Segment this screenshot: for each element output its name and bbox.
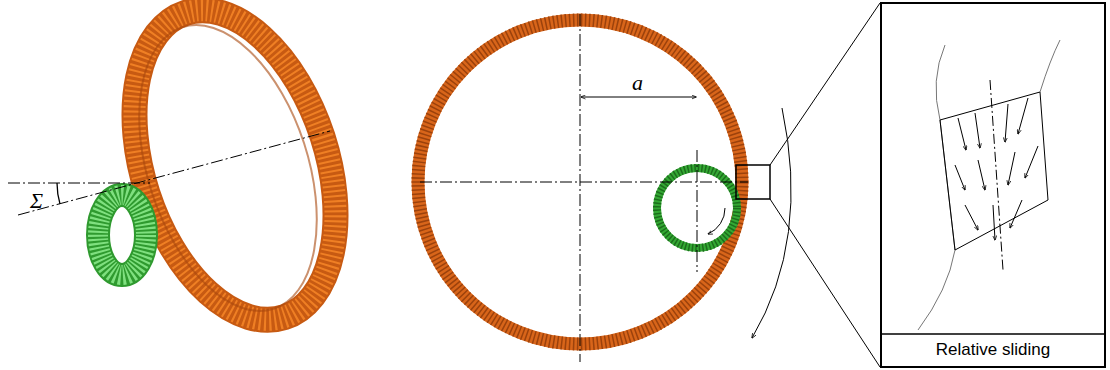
sliding-vectors xyxy=(955,98,1038,240)
angle-arc xyxy=(57,183,60,204)
shaft-angle-label: Σ xyxy=(30,190,43,212)
pinion-rotation-arrow xyxy=(708,208,725,234)
inset-box: Relative sliding xyxy=(880,2,1106,368)
zoom-frame xyxy=(736,165,770,199)
center-distance-label: a xyxy=(632,72,643,94)
center-distance-dimension xyxy=(581,97,696,98)
zoom-leader-lines xyxy=(770,3,880,367)
ring-gear-oblique xyxy=(98,0,372,346)
inset-caption: Relative sliding xyxy=(930,336,1056,366)
tooth-flank xyxy=(918,40,1060,330)
inset-divider xyxy=(880,333,1106,335)
axis-lines-left xyxy=(8,131,330,215)
axis-lines-front xyxy=(420,14,748,362)
pinion-oblique xyxy=(98,195,146,275)
